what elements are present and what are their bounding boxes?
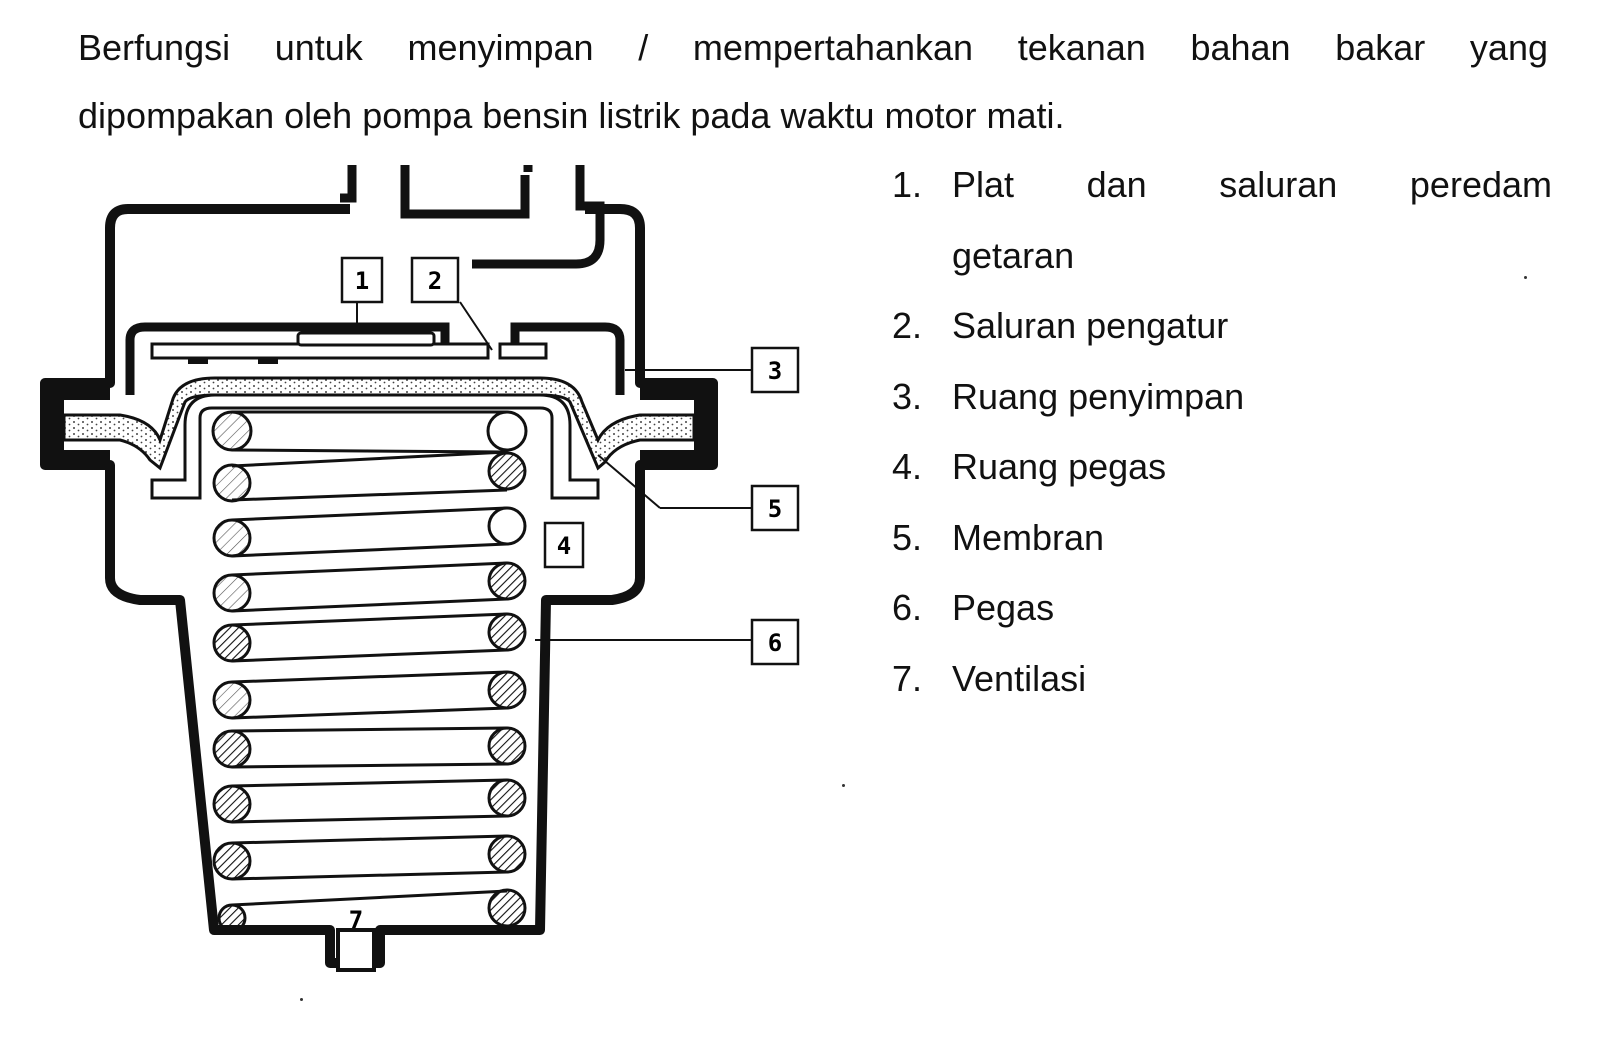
scan-speck	[1524, 276, 1527, 279]
intro-paragraph: Berfungsi untuk menyimpan / mempertahank…	[78, 14, 1548, 150]
legend-item-5: 5. Membran	[892, 503, 1552, 574]
label-4: 4	[557, 532, 571, 560]
label-box-1: 1	[340, 256, 384, 304]
label-7: 7	[349, 906, 363, 934]
outer-housing	[40, 204, 718, 968]
label-box-5: 5	[750, 484, 800, 532]
inner-cap	[125, 322, 625, 395]
label-1: 1	[355, 267, 369, 295]
legend-item-2: 2. Saluran pengatur	[892, 291, 1552, 362]
legend-text: Ruang pegas	[952, 446, 1167, 487]
fuel-accumulator-diagram: 1 2 3 4 5 6 7	[40, 165, 800, 972]
legend-text: Plat dan saluran peredam	[952, 164, 1552, 205]
intro-line-2: dipompakan oleh pompa bensin listrik pad…	[78, 95, 1065, 136]
label-5: 5	[768, 495, 782, 523]
spring-cup	[150, 393, 600, 500]
legend-item-7: 7. Ventilasi	[892, 644, 1552, 715]
legend-num: 1.	[892, 164, 923, 205]
legend-num: 6.	[892, 587, 923, 628]
label-2: 2	[428, 267, 442, 295]
label-3: 3	[768, 357, 782, 385]
legend-text-cont: getaran	[952, 234, 1075, 276]
intro-line-1: Berfungsi untuk menyimpan / mempertahank…	[78, 27, 1548, 68]
label-box-4: 4	[543, 521, 585, 569]
legend-text: Ventilasi	[952, 657, 1087, 699]
inlet-pipes	[340, 165, 605, 269]
legend-num: 5.	[892, 516, 923, 558]
legend-item-6: 6. Pegas	[892, 573, 1552, 644]
spring-coils	[211, 410, 528, 933]
legend-num: 7.	[892, 657, 923, 699]
housing-flange	[45, 383, 713, 465]
legend-text: Pegas	[952, 587, 1055, 628]
legend-item-4: 4. Ruang pegas	[892, 432, 1552, 503]
legend-text: Membran	[952, 516, 1105, 558]
legend-text: Ruang penyimpan	[952, 375, 1245, 417]
vent-outlet	[336, 928, 376, 972]
legend-text: Saluran pengatur	[952, 305, 1229, 346]
legend-num: 2.	[892, 305, 923, 346]
membrane	[62, 376, 696, 471]
leader-lines	[356, 300, 752, 641]
label-box-2: 2	[410, 256, 460, 304]
legend-num: 3.	[892, 375, 923, 417]
scan-speck	[300, 998, 303, 1001]
legend-item-3: 3. Ruang penyimpan	[892, 362, 1552, 433]
label-6: 6	[768, 629, 782, 657]
scan-speck	[842, 784, 845, 787]
legend-num: 4.	[892, 446, 923, 487]
label-box-3: 3	[750, 346, 800, 394]
legend-item-1: 1. Plat dan saluran peredam getaran	[892, 150, 1552, 291]
label-box-6: 6	[750, 618, 800, 666]
parts-legend: 1. Plat dan saluran peredam getaran 2. S…	[892, 150, 1552, 714]
